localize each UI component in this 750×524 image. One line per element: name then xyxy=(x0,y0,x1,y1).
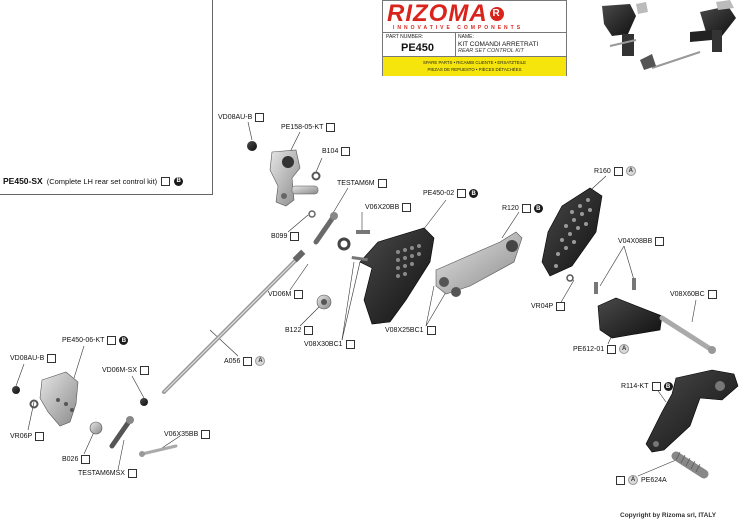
part-label-v06x35bb: V06X35BB xyxy=(164,430,211,439)
spare-parts-banner: SPARE PARTS • RICAMBI CLIENTE • ERSATZTE… xyxy=(383,56,566,76)
shift-lever-r114-group xyxy=(645,369,739,479)
footpeg-pe612-group xyxy=(597,297,716,354)
kit-badge: B xyxy=(174,176,184,186)
part-checkbox[interactable] xyxy=(35,432,45,441)
kit-description: (Complete LH rear set control kit) xyxy=(46,176,158,186)
lower-left-group xyxy=(12,371,178,457)
heel-plate-r160-group xyxy=(541,187,636,294)
part-checkbox[interactable] xyxy=(345,340,355,349)
part-checkbox[interactable] xyxy=(556,302,566,311)
kit-checkbox[interactable] xyxy=(161,176,171,186)
part-checkbox[interactable] xyxy=(651,382,661,391)
part-checkbox[interactable] xyxy=(243,356,253,366)
part-label-pe158-05-kt: PE158-05-KT xyxy=(281,123,336,132)
assembled-preview-art xyxy=(602,0,736,70)
part-checkbox[interactable] xyxy=(47,354,57,363)
part-label-vr06p: VR06P xyxy=(10,432,45,441)
part-checkbox[interactable] xyxy=(107,336,117,345)
part-label-b104: B104 xyxy=(322,147,351,156)
name-english: REAR SET CONTROL KIT xyxy=(458,48,524,54)
part-label-v08x25bc1: V08X25BC1 xyxy=(385,326,436,335)
part-label-testam6msx: TESTAM6MSX xyxy=(78,469,137,478)
part-label-b122: B122 xyxy=(285,326,314,335)
name-label: NAME: xyxy=(458,34,474,40)
part-label-v04x08bb: V04X08BB xyxy=(618,237,665,246)
kit-preview-panel xyxy=(0,0,213,195)
part-checkbox[interactable] xyxy=(294,290,304,299)
kit-caption: PE450-SX (Complete LH rear set control k… xyxy=(3,176,184,186)
spare-parts-line-2: PIEZAS DE REPUESTO • PIÈCES DÉTACHÉES xyxy=(427,67,522,72)
upper-bracket-group xyxy=(247,141,338,245)
part-label-vd06m-sx: VD06M-SX xyxy=(102,366,150,375)
part-checkbox[interactable] xyxy=(255,113,265,122)
part-label-vd08au-b-bottom: VD08AU-B xyxy=(10,354,57,363)
part-checkbox[interactable] xyxy=(341,147,351,156)
part-checkbox[interactable] xyxy=(655,237,665,246)
part-label-v06x20bb: V06X20BB xyxy=(365,203,412,212)
leader-lines xyxy=(15,121,697,477)
part-number-label: PART NUMBER: xyxy=(386,34,424,40)
part-checkbox[interactable] xyxy=(201,430,211,439)
part-checkbox[interactable] xyxy=(613,166,623,176)
part-label-vd06m: VD06M xyxy=(268,290,304,299)
part-number-value: PE450 xyxy=(401,42,435,54)
part-label-b026: B026 xyxy=(62,455,91,464)
name-box: NAME: KIT COMANDI ARRETRATI REAR SET CON… xyxy=(455,32,566,57)
part-label-v08x30bc1: V08X30BC1 xyxy=(304,340,355,349)
part-checkbox[interactable] xyxy=(377,179,387,188)
part-checkbox[interactable] xyxy=(426,326,436,335)
assembled-preview-panel xyxy=(565,0,750,74)
part-checkbox[interactable] xyxy=(707,290,717,299)
part-checkbox[interactable] xyxy=(607,344,617,354)
part-checkbox[interactable] xyxy=(521,204,531,213)
part-checkbox[interactable] xyxy=(402,203,412,212)
part-label-v08x60bc: V08X60BC xyxy=(670,290,717,299)
main-plate-group xyxy=(316,227,435,325)
part-checkbox[interactable] xyxy=(457,189,467,198)
part-label-vd08au-b-top: VD08AU-B xyxy=(218,113,265,122)
part-checkbox[interactable] xyxy=(304,326,314,335)
brand-tagline: INNOVATIVE COMPONENTS xyxy=(393,25,524,31)
linkage-rod-a056 xyxy=(162,249,306,394)
part-checkbox[interactable] xyxy=(81,455,91,464)
part-checkbox[interactable] xyxy=(326,123,336,132)
part-label-b099: B099 xyxy=(271,232,300,241)
name-italian: KIT COMANDI ARRETRATI xyxy=(458,41,539,48)
kit-code: PE450-SX xyxy=(3,176,43,186)
spare-parts-line-1: SPARE PARTS • RICAMBI CLIENTE • ERSATZTE… xyxy=(423,60,526,65)
part-label-vr04p: VR04P xyxy=(531,302,566,311)
part-checkbox[interactable] xyxy=(140,366,150,375)
lever-r120-group xyxy=(435,231,523,297)
part-checkbox[interactable] xyxy=(616,475,625,485)
part-number-box: PART NUMBER: PE450 xyxy=(383,32,456,57)
part-label-testam6m: TESTAM6M xyxy=(337,179,387,188)
part-checkbox[interactable] xyxy=(127,469,137,478)
copyright-notice: Copyright by Rizoma srl, ITALY xyxy=(620,512,717,519)
part-checkbox[interactable] xyxy=(290,232,300,241)
